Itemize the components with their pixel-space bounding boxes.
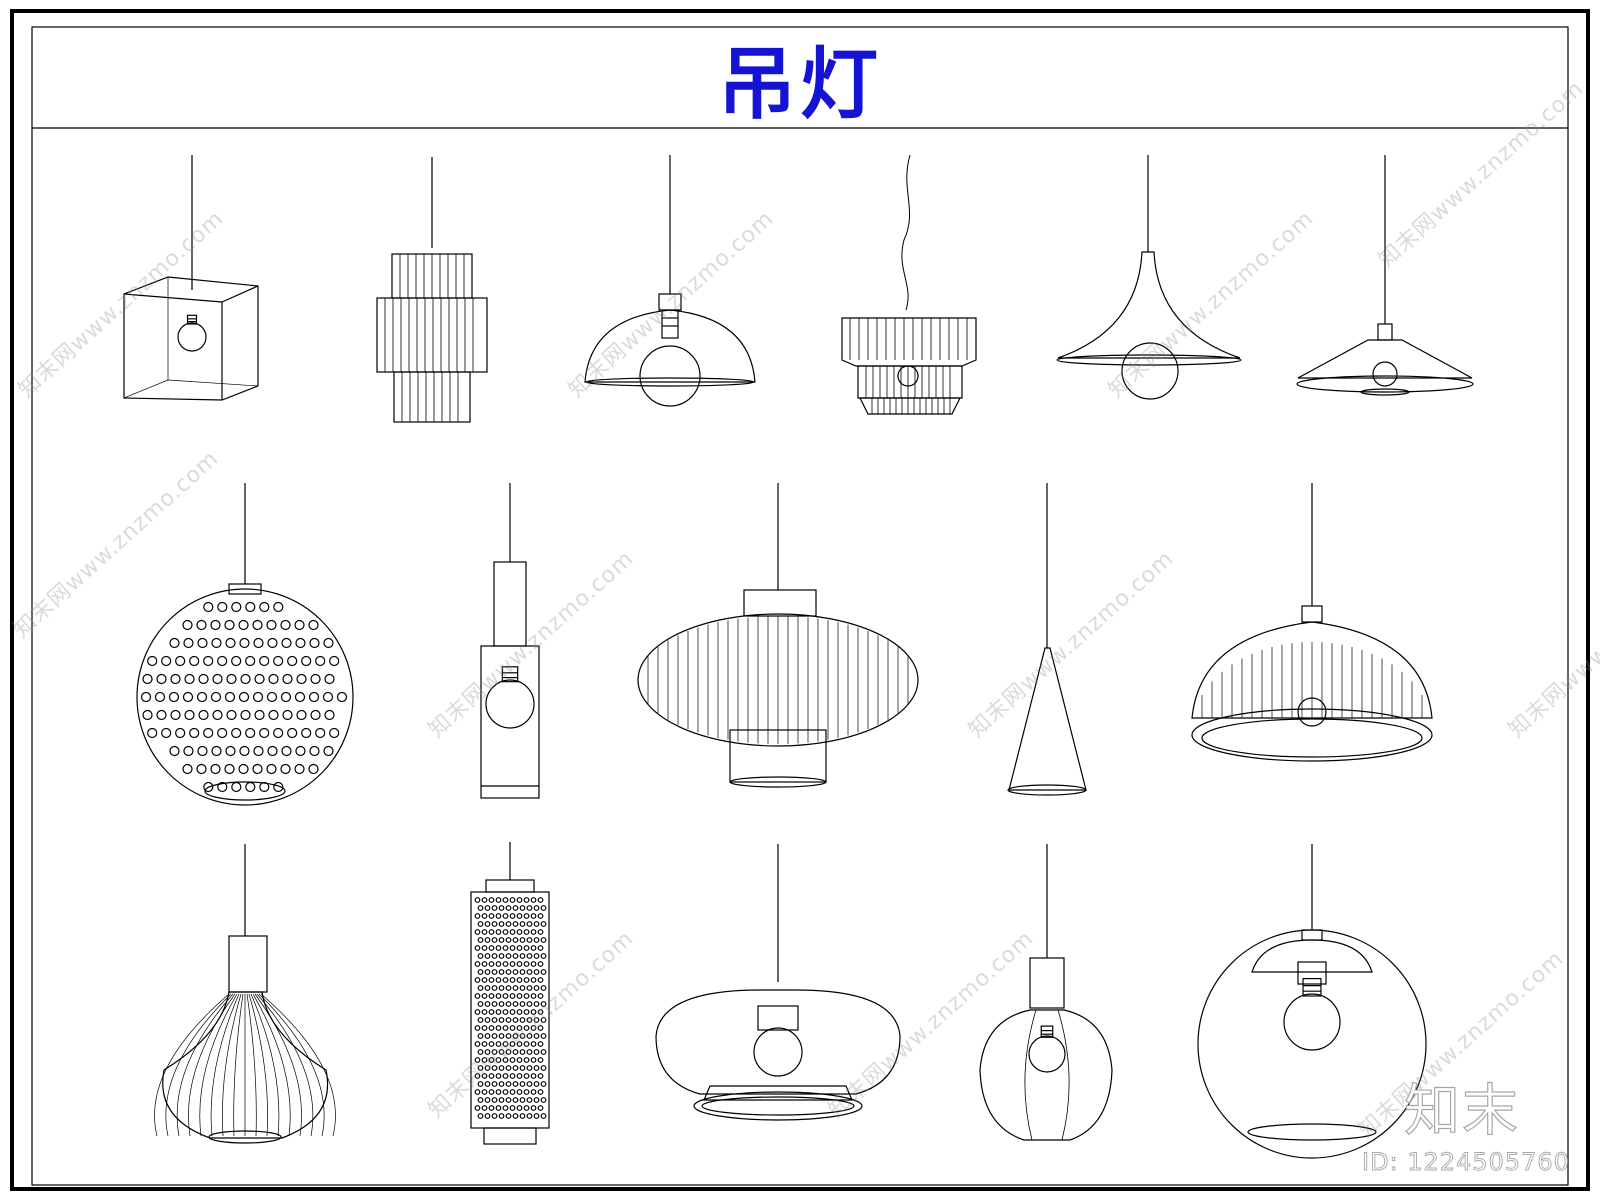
image-id-label: ID: 1224505760 xyxy=(1362,1148,1570,1177)
page-title: 吊灯 xyxy=(717,40,882,130)
cone-pendant xyxy=(1007,483,1087,796)
small-glass-orb-pendant xyxy=(979,844,1113,1141)
outer-frame xyxy=(10,9,1590,1191)
perforated-globe-pendant xyxy=(136,483,354,806)
flat-disc-pendant xyxy=(1296,155,1474,396)
ribbed-dome-pendant xyxy=(1191,483,1433,762)
tiered-cylinder-pendant xyxy=(376,157,488,423)
brand-logo: 知末 xyxy=(1403,1078,1520,1144)
glass-tube-pendant xyxy=(480,483,540,799)
ribbed-lantern-pendant xyxy=(637,483,919,788)
onion-cage-pendant xyxy=(154,844,336,1144)
dome-bulb-pendant xyxy=(584,155,756,407)
glass-saucer-pendant xyxy=(655,844,901,1121)
glass-globe-pendant xyxy=(1197,844,1427,1159)
lamp-grid xyxy=(123,154,1474,1159)
trumpet-shade-pendant xyxy=(1056,155,1242,400)
pleated-drum-pendant xyxy=(841,154,977,415)
inner-frame xyxy=(31,26,1569,1186)
cube-glass-pendant xyxy=(123,155,259,401)
beaded-column-pendant xyxy=(470,842,550,1145)
